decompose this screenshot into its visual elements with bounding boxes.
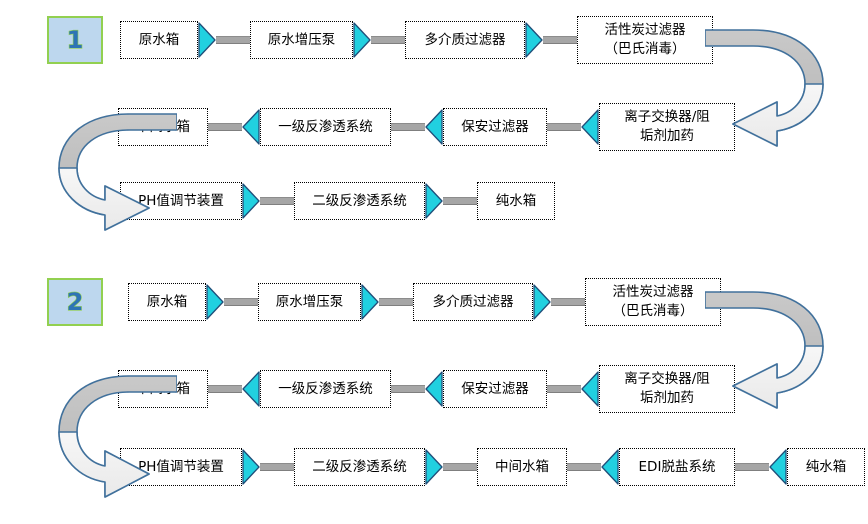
connector-bar	[551, 298, 585, 306]
arrowhead-right-icon	[198, 22, 216, 58]
process-box[interactable]: 一级反渗透系统	[260, 370, 391, 408]
flow-connector-left	[391, 108, 443, 146]
process-row-1-3: PH值调节装置 二级反渗透系统 纯水箱	[120, 178, 555, 224]
connector-bar	[260, 463, 294, 471]
flow-connector-right	[198, 21, 250, 59]
flow-connector-right	[361, 283, 413, 321]
flow-connector-left	[547, 370, 599, 408]
connector-bar	[543, 36, 577, 44]
arrowhead-left-icon	[425, 371, 443, 407]
connector-bar	[208, 385, 242, 393]
connector-bar	[379, 298, 413, 306]
arrowhead-right-icon	[425, 183, 443, 219]
curved-arrow-right-uturn-1	[705, 28, 850, 148]
arrowhead-right-icon	[206, 284, 224, 320]
process-box[interactable]: EDI脱盐系统	[619, 448, 735, 486]
flow-connector-right	[242, 182, 294, 220]
flow-connector-right	[425, 182, 477, 220]
flow-connector-right	[525, 21, 577, 59]
process-box[interactable]: 纯水箱	[477, 182, 555, 220]
arrowhead-right-icon	[361, 284, 379, 320]
connector-bar	[547, 385, 581, 393]
flow-connector-left	[735, 448, 787, 486]
flow-connector-right	[242, 448, 294, 486]
process-row-1-1: 原水箱 原水增压泵 多介质过滤器 活性炭过滤器 （巴氏消毒）	[120, 16, 713, 64]
curved-arrow-left-uturn-1	[32, 112, 177, 232]
connector-bar	[260, 197, 294, 205]
arrowhead-left-icon	[581, 371, 599, 407]
process-box[interactable]: 离子交换器/阻 垢剂加药	[599, 103, 735, 151]
process-box[interactable]: PH值调节装置	[120, 448, 242, 486]
arrowhead-right-icon	[425, 449, 443, 485]
flow-connector-left	[391, 370, 443, 408]
process-box[interactable]: 中间水箱	[477, 448, 567, 486]
connector-bar	[443, 197, 477, 205]
section-badge-1: 1	[47, 16, 103, 64]
arrowhead-left-icon	[769, 449, 787, 485]
flow-connector-left	[547, 108, 599, 146]
process-box[interactable]: 保安过滤器	[443, 370, 547, 408]
arrowhead-left-icon	[581, 109, 599, 145]
flow-connector-right	[206, 283, 258, 321]
process-row-1-2: 中间水箱一级反渗透系统保安过滤器离子交换器/阻 垢剂加药	[118, 103, 735, 151]
process-box[interactable]: 原水箱	[120, 21, 198, 59]
process-box[interactable]: 原水箱	[128, 283, 206, 321]
process-row-2-3: PH值调节装置 二级反渗透系统 中间水箱 EDI脱盐系统 纯水箱	[120, 444, 865, 490]
process-row-2-2: 中间水箱一级反渗透系统保安过滤器离子交换器/阻 垢剂加药	[118, 365, 735, 413]
process-box[interactable]: 活性炭过滤器 （巴氏消毒）	[577, 16, 713, 64]
connector-bar	[391, 123, 425, 131]
arrowhead-right-icon	[353, 22, 371, 58]
process-box[interactable]: 活性炭过滤器 （巴氏消毒）	[585, 278, 721, 326]
flow-connector-left	[567, 448, 619, 486]
process-row-2-1: 原水箱 原水增压泵 多介质过滤器 活性炭过滤器 （巴氏消毒）	[128, 278, 721, 326]
process-box[interactable]: 原水增压泵	[250, 21, 353, 59]
arrowhead-left-icon	[425, 109, 443, 145]
process-box[interactable]: 纯水箱	[787, 448, 865, 486]
flow-connector-right	[533, 283, 585, 321]
process-box[interactable]: 一级反渗透系统	[260, 108, 391, 146]
arrowhead-right-icon	[242, 183, 260, 219]
arrowhead-right-icon	[533, 284, 551, 320]
process-box[interactable]: 离子交换器/阻 垢剂加药	[599, 365, 735, 413]
connector-bar	[216, 36, 250, 44]
arrowhead-right-icon	[242, 449, 260, 485]
process-box[interactable]: 原水增压泵	[258, 283, 361, 321]
connector-bar	[735, 463, 769, 471]
process-box[interactable]: 多介质过滤器	[413, 283, 533, 321]
connector-bar	[224, 298, 258, 306]
arrowhead-left-icon	[242, 109, 260, 145]
process-box[interactable]: 保安过滤器	[443, 108, 547, 146]
process-box[interactable]: 多介质过滤器	[405, 21, 525, 59]
connector-bar	[371, 36, 405, 44]
connector-bar	[391, 385, 425, 393]
arrowhead-left-icon	[242, 371, 260, 407]
process-box[interactable]: PH值调节装置	[120, 182, 242, 220]
flow-section-2: 2 原水箱 原水增压泵 多介质过滤器 活性炭过滤器 （巴氏消毒） 中间水箱 一级反渗透系…	[0, 262, 868, 512]
process-box[interactable]: 二级反渗透系统	[294, 448, 425, 486]
curved-arrow-right-uturn-2	[705, 290, 850, 410]
flow-connector-left	[208, 370, 260, 408]
connector-bar	[208, 123, 242, 131]
process-box[interactable]: 二级反渗透系统	[294, 182, 425, 220]
flow-connector-right	[425, 448, 477, 486]
connector-bar	[547, 123, 581, 131]
curved-arrow-left-uturn-2	[32, 374, 177, 499]
flow-connector-left	[208, 108, 260, 146]
connector-bar	[443, 463, 477, 471]
section-badge-2: 2	[47, 278, 103, 326]
arrowhead-left-icon	[601, 449, 619, 485]
connector-bar	[567, 463, 601, 471]
flow-connector-right	[353, 21, 405, 59]
arrowhead-right-icon	[525, 22, 543, 58]
